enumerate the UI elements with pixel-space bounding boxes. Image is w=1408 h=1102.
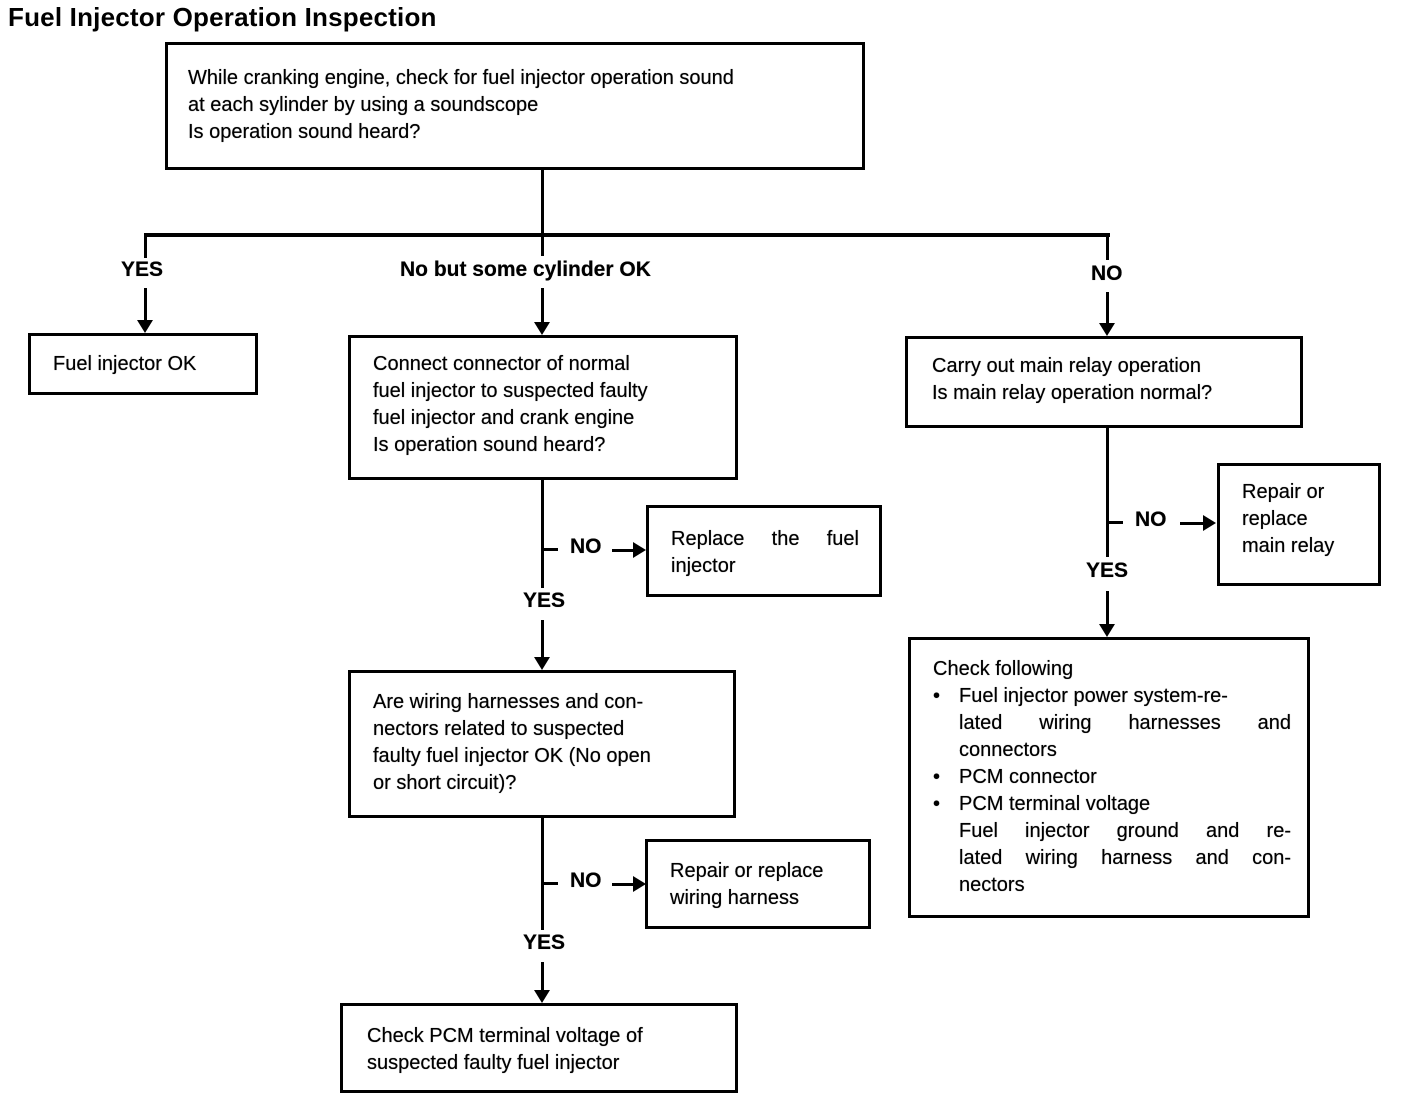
start-box: While cranking engine, check for fuel in… [165,42,865,170]
bullet-icon: • [933,685,941,707]
check-following-header: Check following [933,658,1074,680]
replace-injector-line: injector [671,555,736,577]
check-following-line: PCM connector [959,766,1097,788]
arrow-down-icon [534,990,550,1003]
connector-no-shaft [612,549,634,552]
repair-wiring-line: Repair or replace [670,860,824,882]
fuel-injector-ok-line: Fuel injector OK [53,353,197,375]
repair-main-relay-line: replace [1242,508,1308,530]
branch-yes-label: YES [118,258,167,282]
arrow-right-icon [633,876,646,892]
arrow-down-icon [534,322,550,335]
connector-mid-stub [541,237,544,256]
check-following-line: Fuel injector power system-re- [959,685,1228,707]
connector-yes-stub [144,237,147,258]
arrow-right-icon [633,542,646,558]
bullet-icon: • [933,793,941,815]
bullet-icon: • [933,766,941,788]
wiring-ok-line: or short circuit)? [373,772,517,794]
check-following-line: lated wiring harnesses and [959,712,1291,734]
wiring-ok-line: nectors related to suspected [373,718,625,740]
check-following-item: • Fuel injector power system-re- lated w… [933,683,1291,764]
no-label: NO [1132,508,1170,532]
arrow-down-icon [1099,323,1115,336]
check-following-line: nectors [959,874,1025,896]
connect-normal-box: Connect connector of normal fuel injecto… [348,335,738,480]
replace-injector-box: Replace the fuel injector [646,505,882,597]
page-title: Fuel Injector Operation Inspection [8,2,437,32]
check-following-box: Check following • Fuel injector power sy… [908,637,1310,918]
connector-no-tick [544,548,558,551]
connector-mid-seg5 [541,962,544,991]
connector-no-stub [1106,237,1109,260]
start-box-line: While cranking engine, check for fuel in… [188,67,734,89]
repair-wiring-line: wiring harness [670,887,799,909]
arrow-right-icon [1203,515,1216,531]
connector-no-tick [544,882,558,885]
connect-normal-line: fuel injector and crank engine [373,407,635,429]
connector-branch-bar [144,233,1110,237]
main-relay-box: Carry out main relay operation Is main r… [905,336,1303,428]
branch-no-some-label: No but some cylinder OK [397,258,654,282]
check-pcm-line: Check PCM terminal voltage of [367,1025,643,1047]
connect-normal-line: fuel injector to suspected faulty [373,380,648,402]
repair-main-relay-line: Repair or [1242,481,1325,503]
connector-right-seg2 [1106,428,1109,557]
arrow-down-icon [1099,624,1115,637]
check-following-line: Fuel injector ground and re- [959,820,1291,842]
connect-normal-line: Is operation sound heard? [373,434,606,456]
main-relay-line: Is main relay operation normal? [932,382,1213,404]
connector-no-shaft [612,883,634,886]
connector-right-seg [1106,292,1109,323]
no-label: NO [567,535,605,559]
yes-label: YES [1083,559,1132,583]
connector-no-tick [1109,521,1123,524]
check-following-item: • PCM terminal voltage Fuel injector gro… [933,791,1291,899]
wiring-ok-box: Are wiring harnesses and con- nectors re… [348,670,736,818]
start-box-line: Is operation sound heard? [188,121,421,143]
main-relay-line: Carry out main relay operation [932,355,1202,377]
connect-normal-line: Connect connector of normal [373,353,630,375]
connector-mid-seg4 [541,818,544,930]
start-box-line: at each sylinder by using a soundscope [188,94,539,116]
fuel-injector-ok-box: Fuel injector OK [28,333,258,395]
connector-right-seg3 [1106,591,1109,624]
connector-yes-seg [144,288,147,320]
arrow-down-icon [137,320,153,333]
wiring-ok-line: Are wiring harnesses and con- [373,691,644,713]
check-pcm-line: suspected faulty fuel injector [367,1052,620,1074]
repair-main-relay-line: main relay [1242,535,1335,557]
wiring-ok-line: faulty fuel injector OK (No open [373,745,651,767]
connector-mid-seg2 [541,480,544,588]
connector-no-shaft [1180,522,1204,525]
connector-mid-seg3 [541,620,544,657]
repair-main-relay-box: Repair or replace main relay [1217,463,1381,586]
repair-wiring-box: Repair or replace wiring harness [645,839,871,929]
connector-mid-seg [541,288,544,322]
yes-label: YES [520,589,569,613]
connector-start-stem [541,170,544,236]
check-following-item: • PCM connector [933,764,1291,791]
no-label: NO [567,869,605,893]
arrow-down-icon [534,657,550,670]
yes-label: YES [520,931,569,955]
branch-no-label: NO [1088,262,1126,286]
check-following-line: PCM terminal voltage [959,793,1151,815]
check-following-line: connectors [959,739,1057,761]
replace-injector-line: Replace the fuel [671,528,859,550]
check-pcm-box: Check PCM terminal voltage of suspected … [340,1003,738,1093]
check-following-line: lated wiring harness and con- [959,847,1291,869]
